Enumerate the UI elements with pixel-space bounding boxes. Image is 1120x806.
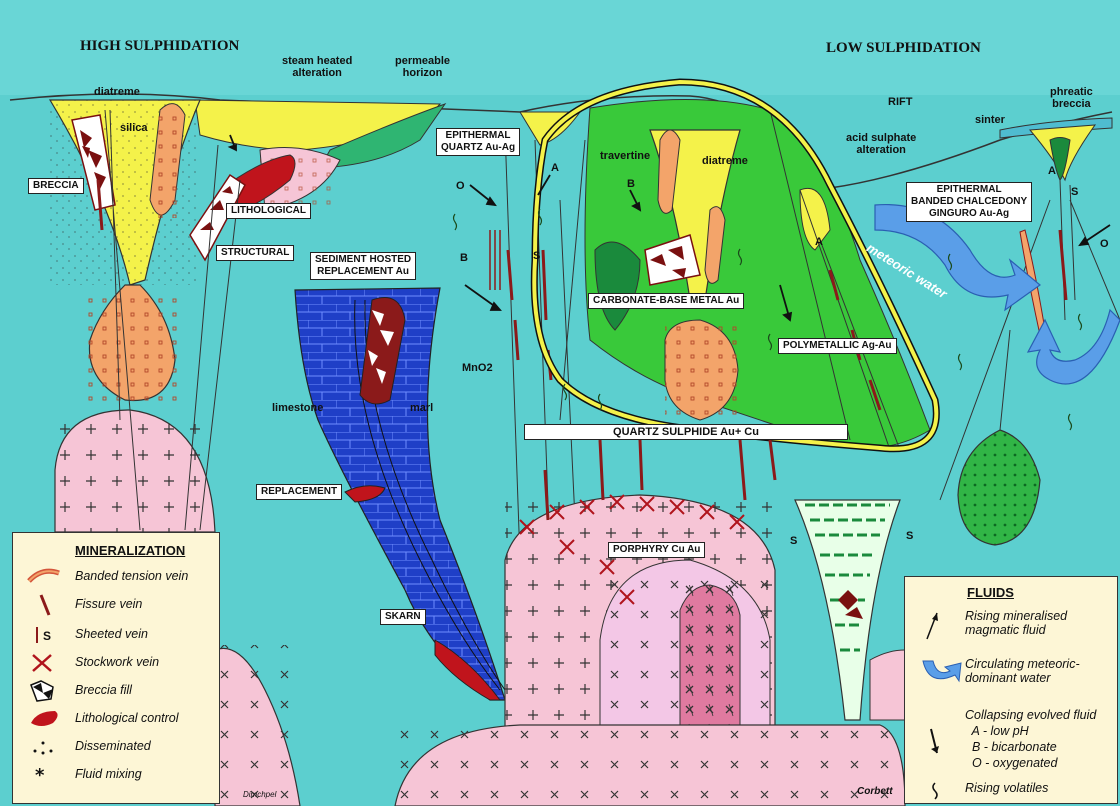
label-replacement: REPLACEMENT [256, 484, 342, 500]
letter-a-3: A [1048, 165, 1056, 177]
lithological-icon [27, 707, 63, 729]
legend-rising-volatiles: Rising volatiles [965, 781, 1048, 795]
fluid-mixing-icon: * [31, 763, 55, 785]
label-acid-sulphate: acid sulphate alteration [846, 132, 916, 156]
mineralization-title: MINERALIZATION [75, 543, 185, 558]
stockwork-icon [29, 651, 59, 675]
disseminated-icon [29, 735, 59, 757]
legend-sheeted-vein: Sheeted vein [75, 627, 148, 641]
letter-o-1: O [456, 180, 465, 192]
label-quartz-sulphide: QUARTZ SULPHIDE Au+ Cu [524, 424, 848, 440]
label-sinter: sinter [975, 114, 1005, 126]
label-diatreme-left: diatreme [94, 86, 140, 98]
legend-rising-fluid: Rising mineralised magmatic fluid [965, 609, 1067, 637]
label-skarn: SKARN [380, 609, 426, 625]
label-epithermal-qtz: EPITHERMAL QUARTZ Au-Ag [436, 128, 520, 156]
legend-banded-vein: Banded tension vein [75, 569, 188, 583]
label-porphyry: PORPHYRY Cu Au [608, 542, 705, 558]
letter-s-2: S [1071, 186, 1078, 198]
letter-b-2: B [627, 178, 635, 190]
rising-fluid-icon [919, 609, 947, 643]
letter-a-1: A [551, 162, 559, 174]
label-epithermal-banded: EPITHERMAL BANDED CHALCEDONY GINGURO Au-… [906, 182, 1032, 222]
credit-right: Corbett [857, 786, 893, 797]
rising-volatiles-icon [927, 779, 947, 801]
legend-fissure-vein: Fissure vein [75, 597, 142, 611]
label-marl: marl [410, 402, 433, 414]
label-mno2: MnO2 [462, 362, 493, 374]
collapsing-fluid-icon [923, 725, 947, 759]
fissure-vein-icon [37, 593, 53, 617]
legend-lithological-control: Lithological control [75, 711, 179, 725]
fluids-title: FLUIDS [967, 585, 1014, 600]
label-limestone: limestone [272, 402, 323, 414]
label-silica: silica [120, 122, 148, 134]
legend-stockwork-vein: Stockwork vein [75, 655, 159, 669]
label-breccia: BRECCIA [28, 178, 84, 194]
breccia-fill-icon [27, 679, 57, 703]
credit-left: Dimchpel [243, 790, 276, 799]
circulating-water-icon [915, 653, 963, 689]
svg-text:*: * [35, 765, 45, 785]
fluids-legend: FLUIDS Rising mineralised magmatic fluid… [904, 576, 1118, 804]
high-sulphidation-title: HIGH SULPHIDATION [80, 38, 239, 55]
label-diatreme-mid: diatreme [702, 155, 748, 167]
label-lithological: LITHOLOGICAL [226, 203, 311, 219]
sheeted-vein-icon: S [31, 625, 61, 645]
legend-circulating-water: Circulating meteoric- dominant water [965, 657, 1080, 685]
label-permeable: permeable horizon [395, 55, 450, 79]
letter-b-1: B [460, 252, 468, 264]
label-rift: RIFT [888, 96, 912, 108]
label-phreatic: phreatic breccia [1050, 86, 1093, 110]
legend-disseminated: Disseminated [75, 739, 151, 753]
banded-vein-icon [27, 565, 63, 585]
legend-fluid-mixing: Fluid mixing [75, 767, 142, 781]
label-polymetallic: POLYMETALLIC Ag-Au [778, 338, 897, 354]
label-carbonate-base: CARBONATE-BASE METAL Au [588, 293, 744, 309]
legend-collapsing-fluid: Collapsing evolved fluid A - low pH B - … [965, 707, 1096, 771]
letter-s-4: S [906, 530, 913, 542]
label-sediment-hosted: SEDIMENT HOSTED REPLACEMENT Au [310, 252, 416, 280]
mineralization-legend: MINERALIZATION Banded tension vein Fissu… [12, 532, 220, 804]
letter-s-3: S [790, 535, 797, 547]
svg-text:S: S [43, 629, 51, 643]
letter-o-2: O [1100, 238, 1109, 250]
legend-breccia-fill: Breccia fill [75, 683, 132, 697]
label-travertine: travertine [600, 150, 650, 162]
label-steam-heated: steam heated alteration [282, 55, 352, 79]
letter-a-2: A [815, 236, 823, 248]
label-structural: STRUCTURAL [216, 245, 294, 261]
low-sulphidation-title: LOW SULPHIDATION [826, 40, 981, 57]
letter-s-1: S [533, 250, 540, 262]
